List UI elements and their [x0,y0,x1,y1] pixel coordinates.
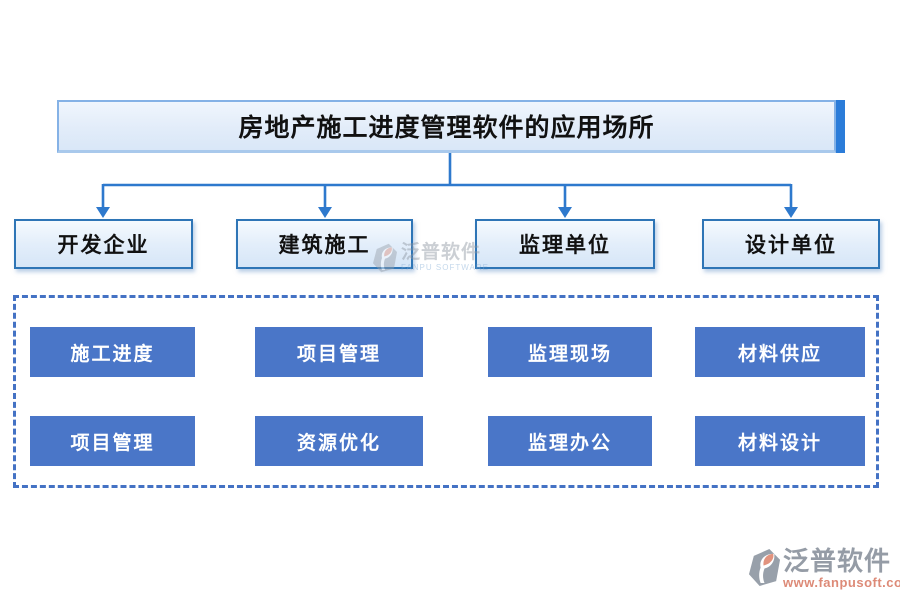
node-building-construction: 建筑施工 [236,219,413,269]
module-material-supply: 材料供应 [695,327,865,377]
module-label: 资源优化 [296,432,381,454]
arrow-down-icon [784,207,798,218]
node-label: 建筑施工 [278,233,371,257]
module-material-design: 材料设计 [695,416,865,466]
arrow-down-icon [96,207,110,218]
footer-logo: 泛普软件 www.fanpusoft.com [748,548,900,592]
module-construction-progress: 施工进度 [30,327,195,377]
module-supervision-office: 监理办公 [488,416,652,466]
module-label: 监理办公 [527,432,612,454]
node-label: 设计单位 [745,233,837,257]
module-label: 监理现场 [527,343,612,365]
module-container [13,295,879,488]
module-label: 材料设计 [737,432,822,454]
module-supervision-site: 监理现场 [488,327,652,377]
module-label: 材料供应 [737,343,822,365]
node-label: 监理单位 [519,233,611,257]
module-label: 施工进度 [70,343,155,365]
diagram-title-box: 房地产施工进度管理软件的应用场所 [57,100,836,153]
arrow-down-icon [318,207,332,218]
node-development-enterprise: 开发企业 [14,219,193,269]
node-design-unit: 设计单位 [702,219,880,269]
diagram-title: 房地产施工进度管理软件的应用场所 [238,115,655,142]
footer-brand: 泛普软件 [783,547,892,576]
arrow-down-icon [558,207,572,218]
node-label: 开发企业 [57,233,150,257]
module-label: 项目管理 [70,432,155,454]
module-resource-optimization: 资源优化 [255,416,423,466]
node-supervision-unit: 监理单位 [475,219,655,269]
module-project-management-1: 项目管理 [255,327,423,377]
footer-url: www.fanpusoft.com [783,575,900,590]
fanpu-logo-icon [748,548,781,592]
module-label: 项目管理 [296,343,381,365]
module-project-management-2: 项目管理 [30,416,195,466]
